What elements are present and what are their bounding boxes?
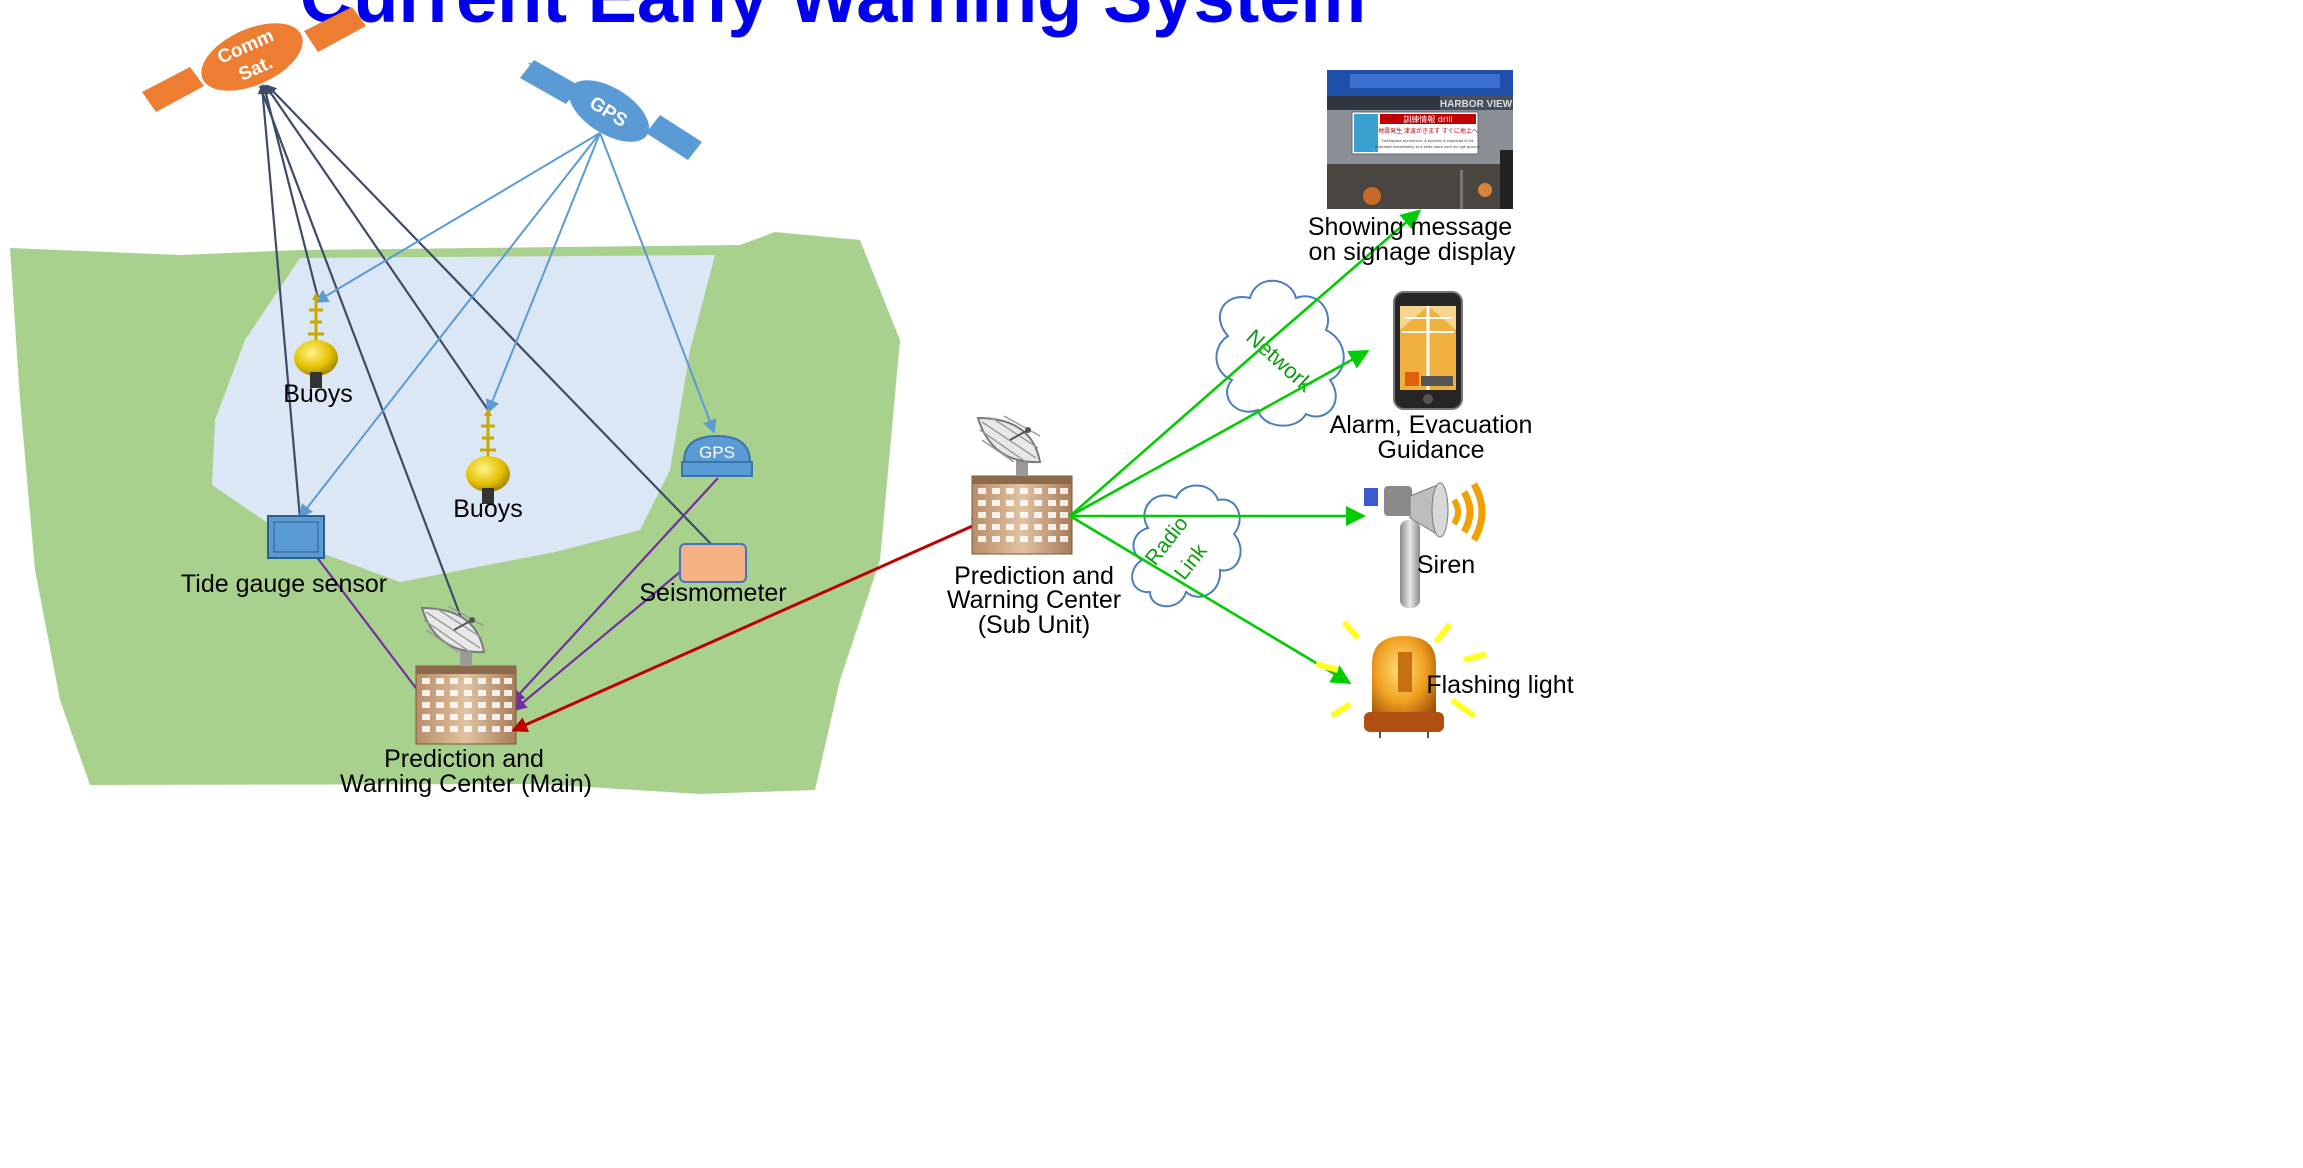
main-center-label-line2: Warning Center (Main) xyxy=(340,770,592,798)
comm-satellite-icon: Comm Sat. xyxy=(142,7,366,112)
inter-center-link xyxy=(511,517,989,733)
flashing-light-icon xyxy=(1315,620,1487,738)
seismometer-label: Seismometer xyxy=(639,579,786,607)
siren-label: Siren xyxy=(1417,551,1475,579)
signage-screen-line2: Earthquake occurrence. A tsunami is expe… xyxy=(1381,139,1474,143)
tide-gauge-label: Tide gauge sensor xyxy=(181,570,387,598)
signage-screen-line1: 地震発生 津波がきます すぐに地上へ xyxy=(1378,127,1478,135)
sub-center-label-line2: Warning Center xyxy=(947,586,1121,614)
diagram-title: Current Early Warning System xyxy=(300,0,1366,38)
flashing-light-label: Flashing light xyxy=(1426,671,1573,699)
signage-display-photo: HARBOR VIEW 訓練情報 drill 地震発生 津波がきます すぐに地上… xyxy=(1327,70,1513,209)
sea-area xyxy=(212,255,715,582)
signage-screen-line3: Evacuate immediately to a safer place su… xyxy=(1375,145,1480,149)
seismometer-icon xyxy=(679,543,747,583)
comm-links xyxy=(257,84,713,638)
gps-links xyxy=(298,132,717,519)
phone-label-line2: Guidance xyxy=(1377,436,1484,464)
sub-center-label-line1: Prediction and xyxy=(954,562,1114,590)
sub-center-building-icon xyxy=(971,415,1073,555)
phone-label-line1: Alarm, Evacuation xyxy=(1330,411,1533,439)
gps-satellite-icon: GPS xyxy=(520,60,702,160)
signage-screen-header: 訓練情報 drill xyxy=(1403,114,1453,124)
output-links xyxy=(1069,209,1422,685)
network-cloud-icon: Network xyxy=(1215,279,1345,427)
tide-gauge-icon xyxy=(267,515,325,559)
buoy-2-label: Buoys xyxy=(453,495,522,523)
buoy-1-label: Buoys xyxy=(283,380,352,408)
gps-station-label: GPS xyxy=(699,443,735,462)
siren-icon xyxy=(1364,482,1486,608)
signage-label-line2: on signage display xyxy=(1308,238,1516,266)
signage-sign-text: HARBOR VIEW xyxy=(1440,99,1513,110)
radio-link-cloud-icon: Radio Link xyxy=(1131,484,1242,608)
signage-label-line1: Showing message xyxy=(1308,213,1512,241)
main-center-label-line1: Prediction and xyxy=(384,745,544,773)
gps-station-icon: GPS xyxy=(681,434,753,477)
sub-center-label-line3: (Sub Unit) xyxy=(978,611,1091,639)
smartphone-icon xyxy=(1393,291,1463,410)
